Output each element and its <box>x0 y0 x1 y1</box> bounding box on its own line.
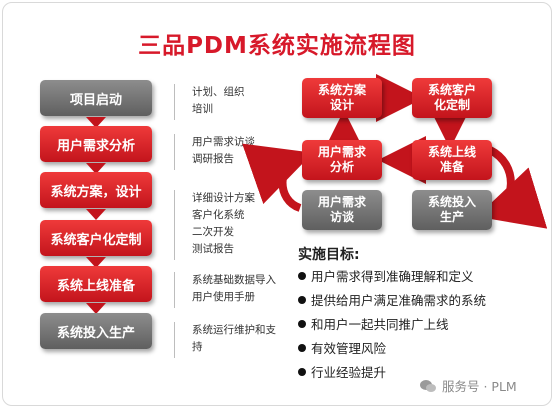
note-requirement-analysis: 用户需求访谈 调研报告 <box>192 136 255 165</box>
goal-text: 提供给用户满足准确需求的系统 <box>311 293 487 308</box>
down-arrow <box>86 163 106 174</box>
note-project-start: 计划、组织 培训 <box>192 86 245 115</box>
cycle-customize: 系统客户 化定制 <box>412 78 492 118</box>
step-go-live-prep: 系统上线准备 <box>40 266 152 302</box>
bullet-icon <box>298 319 306 328</box>
goal-item: 和用户一起共同推广上线 <box>298 314 449 333</box>
goal-item: 行业经验提升 <box>298 362 386 381</box>
step-customization: 系统客户化定制 <box>40 220 152 256</box>
down-arrow <box>86 257 106 268</box>
note-divider <box>174 84 175 120</box>
note-divider <box>174 134 175 170</box>
bullet-icon <box>298 295 306 304</box>
note-go-live-prep: 系统基础数据导入 用户使用手册 <box>192 274 276 303</box>
cycle-design: 系统方案 设计 <box>302 78 382 118</box>
cycle-interview: 用户需求 访谈 <box>302 190 382 230</box>
down-arrow <box>86 117 106 128</box>
note-divider <box>174 272 175 308</box>
loop-golive-to-production <box>476 146 548 229</box>
goal-text: 用户需求得到准确理解和定义 <box>311 269 474 284</box>
goal-text: 行业经验提升 <box>311 365 387 380</box>
goal-item: 有效管理风险 <box>298 338 386 357</box>
down-arrow <box>86 209 106 220</box>
step-solution-design: 系统方案，设计 <box>40 172 152 208</box>
watermark-text: 服务号 · PLM <box>442 379 517 394</box>
goals-title: 实施目标: <box>298 247 360 263</box>
down-arrow <box>86 303 106 314</box>
step-production: 系统投入生产 <box>40 313 152 349</box>
bullet-icon <box>298 367 306 376</box>
note-design-customization: 详细设计方案 客户化系统 二次开发 测试报告 <box>192 192 255 255</box>
goal-text: 和用户一起共同推广上线 <box>311 317 449 332</box>
goal-text: 有效管理风险 <box>311 341 387 356</box>
step-project-start: 项目启动 <box>40 80 152 116</box>
bullet-icon <box>298 271 306 280</box>
cycle-production: 系统投入 生产 <box>412 190 492 230</box>
goal-item: 提供给用户满足准确需求的系统 <box>298 290 486 309</box>
bullet-icon <box>298 343 306 352</box>
goal-item: 用户需求得到准确理解和定义 <box>298 266 474 285</box>
watermark: 服务号 · PLM <box>420 376 517 395</box>
note-divider <box>174 190 175 260</box>
note-production: 系统运行维护和支 持 <box>192 324 276 353</box>
note-divider <box>174 322 175 358</box>
cycle-go-live-prep: 系统上线 准备 <box>412 140 492 180</box>
diagram-title: 三品PDM系统实施流程图 <box>138 33 416 59</box>
step-requirement-analysis: 用户需求分析 <box>40 126 152 162</box>
cycle-analysis: 用户需求 分析 <box>302 140 382 180</box>
loop-interview-to-analysis <box>242 143 314 212</box>
wechat-icon <box>420 379 436 392</box>
